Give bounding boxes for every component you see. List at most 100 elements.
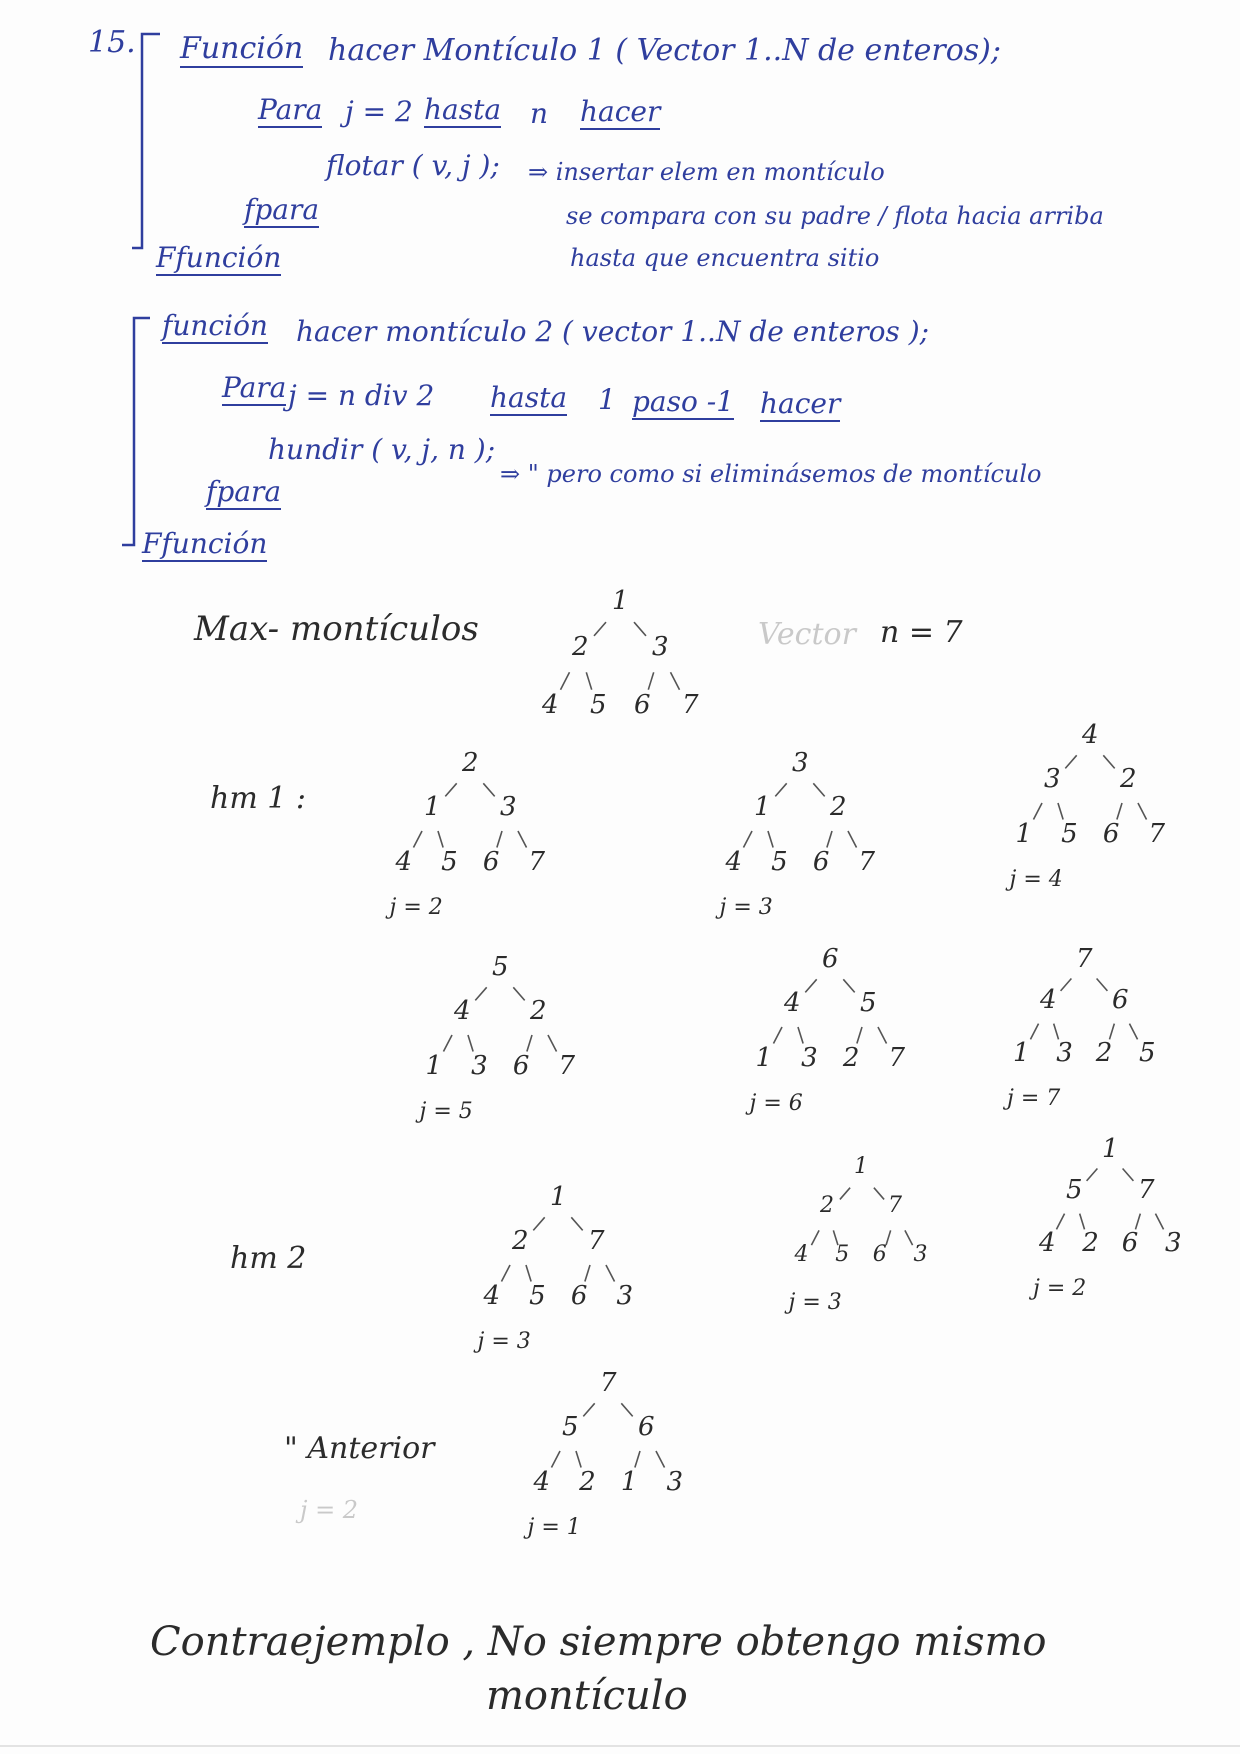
tree-edge (1102, 754, 1116, 769)
heap-node: 2 (579, 1466, 596, 1497)
tree-edge (517, 830, 528, 848)
heap-node: 2 (1095, 1037, 1113, 1068)
func1-keyword: Función (180, 31, 304, 68)
heap-node: 1 (755, 1042, 773, 1073)
heap-node: 7 (888, 1193, 902, 1219)
heap-node: 2 (1082, 1227, 1099, 1258)
heap-node: 1 (754, 791, 771, 822)
func2-end-function: Ffunción (142, 527, 268, 562)
heap-node: 4 (395, 846, 413, 877)
heap-node: 4 (725, 846, 743, 877)
tree-edge (1078, 1213, 1086, 1230)
func2-end-loop: fpara (206, 475, 282, 510)
heap-node: 5 (1139, 1037, 1156, 1068)
step-index-label: j = 6 (749, 1090, 803, 1116)
func2-loop-do: hacer (760, 387, 841, 422)
tree-edge (1032, 802, 1043, 820)
tree-edge (877, 1026, 888, 1044)
tree-edge (585, 672, 593, 690)
heap-node: 6 (482, 846, 500, 877)
heap-node: 6 (822, 944, 839, 974)
heap-node: 1 (854, 1154, 868, 1179)
func1-note-line3: hasta que encuentra sitio (570, 244, 880, 272)
tree-edge (500, 1264, 511, 1282)
tree-edge (437, 830, 444, 848)
heap-node: 6 (512, 1050, 530, 1081)
func1-signature: hacer Montículo 1 ( Vector 1..N de enter… (328, 33, 1001, 68)
max-heaps-label: Max- montículos (194, 609, 479, 649)
tree-edge (1108, 1023, 1116, 1040)
tree-edge (512, 986, 526, 1001)
tree-edge (772, 1026, 783, 1044)
tree-edge (1121, 1167, 1135, 1182)
tree-edge (1128, 1023, 1139, 1040)
heap-node: 4 (542, 690, 559, 720)
func2-loop-keyword: Para (222, 371, 287, 406)
func1-loop-do: hacer (580, 95, 661, 130)
tree-edge (742, 830, 753, 848)
heap-node: 1 (1015, 818, 1033, 849)
step-index-label: j = 2 (389, 894, 443, 920)
heap-node: 5 (590, 690, 607, 720)
tree-edge (582, 1402, 596, 1417)
tree-edge (444, 782, 458, 797)
heap-node: 6 (570, 1280, 588, 1311)
heap-node: 4 (454, 995, 471, 1026)
step-index-label: j = 3 (788, 1290, 842, 1316)
tree-edge (496, 830, 503, 848)
heap-node: 4 (1039, 1227, 1056, 1258)
tree-edge (856, 1026, 863, 1044)
hm1-label: hm 1 : (210, 781, 307, 816)
func2-loop-to: hasta (490, 381, 568, 416)
heap-node: 3 (652, 632, 669, 662)
heap-node: 7 (1148, 818, 1166, 849)
heap-node: 3 (1044, 763, 1061, 794)
tree-edge (1134, 1213, 1142, 1230)
heap-node: 7 (682, 690, 699, 720)
heap-node: 6 (812, 846, 830, 877)
tree-edge (839, 1187, 851, 1200)
tree-edge (832, 1230, 839, 1246)
tree-edge (810, 1229, 820, 1246)
heap-node: 3 (471, 1050, 488, 1081)
func2-keyword: función (162, 309, 268, 344)
tree-edge (873, 1187, 885, 1200)
func1-end-loop: fpara (244, 193, 320, 228)
func2-loop-one: 1 (598, 383, 616, 416)
anterior-faint-j: j = 2 (300, 1496, 359, 1524)
heap-node: 3 (1165, 1227, 1182, 1258)
step-index-label: j = 3 (477, 1328, 531, 1354)
heap-node: 7 (1076, 944, 1093, 974)
tree-edge (482, 782, 496, 797)
heap-node: 1 (424, 791, 441, 822)
func1-loop-n: n (530, 97, 549, 130)
heap-node: 5 (771, 846, 788, 877)
tree-edge (526, 1034, 533, 1052)
heap-node: 3 (913, 1242, 928, 1268)
heap-node: 5 (529, 1280, 546, 1311)
tree-edge (474, 986, 488, 1001)
heap-node: 6 (1112, 985, 1129, 1016)
step-index-label: j = 1 (527, 1514, 581, 1540)
tree-edge (812, 782, 826, 797)
heap-node: 5 (562, 1411, 579, 1442)
heap-node: 7 (858, 846, 876, 877)
conclusion-line2: montículo (486, 1673, 688, 1719)
tree-edge (633, 621, 647, 637)
anterior-label: " Anterior (284, 1431, 435, 1466)
tree-edge (647, 672, 655, 690)
step-index-label: j = 4 (1009, 866, 1063, 892)
heap-node: 1 (612, 586, 629, 616)
tree-edge (620, 1402, 634, 1417)
heap-node: 5 (1061, 818, 1078, 849)
heap-node: 1 (620, 1466, 638, 1497)
heap-node: 3 (500, 791, 517, 822)
heap-node: 2 (842, 1042, 860, 1073)
heap-node: 3 (1056, 1037, 1073, 1068)
heap-node: 4 (1040, 985, 1057, 1016)
heap-node: 2 (512, 1225, 529, 1256)
heap-node: 1 (1102, 1134, 1119, 1164)
n-label: n = 7 (880, 615, 963, 650)
